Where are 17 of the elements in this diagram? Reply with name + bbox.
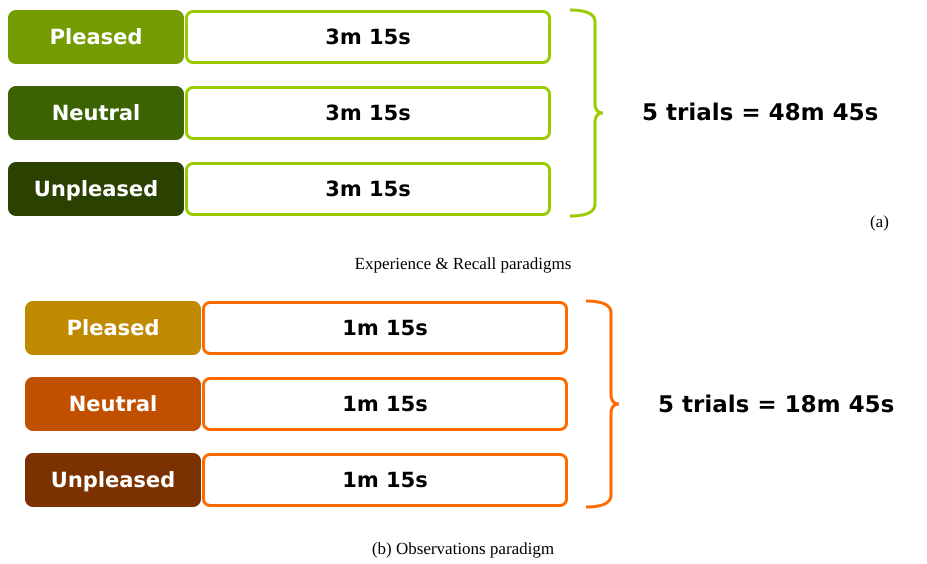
category-box: Unpleased	[8, 162, 184, 216]
duration-box: 3m 15s	[185, 10, 551, 64]
category-box: Neutral	[25, 377, 201, 431]
caption: Experience & Recall paradigms	[354, 254, 572, 274]
duration-box: 1m 15s	[202, 301, 568, 355]
category-box: Pleased	[8, 10, 184, 64]
duration-box: 1m 15s	[202, 453, 568, 507]
duration-box: 3m 15s	[185, 86, 551, 140]
total-duration: 5 trials = 18m 45s	[658, 392, 894, 418]
duration-box: 1m 15s	[202, 377, 568, 431]
caption: (b) Observations paradigm	[372, 539, 554, 559]
category-box: Unpleased	[25, 453, 201, 507]
duration-box: 3m 15s	[185, 162, 551, 216]
category-box: Neutral	[8, 86, 184, 140]
total-duration: 5 trials = 48m 45s	[642, 100, 878, 126]
panel-label: (a)	[870, 212, 889, 232]
category-box: Pleased	[25, 301, 201, 355]
